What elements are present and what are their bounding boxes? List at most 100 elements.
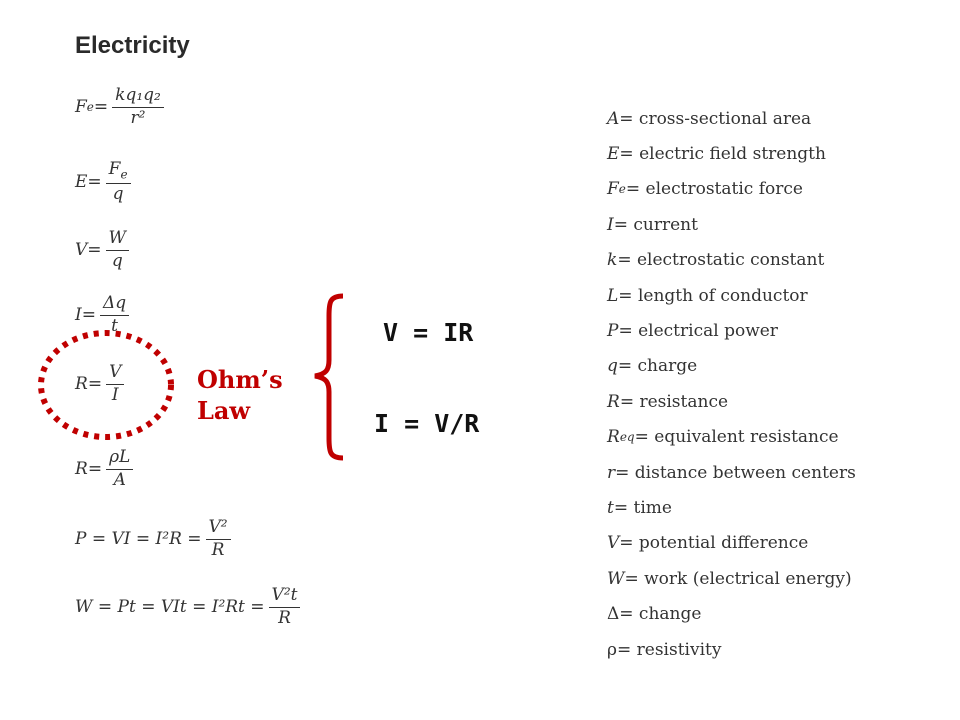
equation-v-equals-ir: V = IR xyxy=(383,318,474,347)
formula-power: P = VI = I²R = V² R xyxy=(75,517,235,560)
legend-symbol: P xyxy=(607,321,619,342)
legend-symbol: ρ xyxy=(607,639,617,660)
legend-symbol: W xyxy=(607,568,625,589)
legend-item: I = current xyxy=(607,207,856,242)
legend-symbol: q xyxy=(607,356,618,377)
legend-item: t = time xyxy=(607,490,856,525)
legend-description: = distance between centers xyxy=(615,462,856,483)
legend-symbol: Δ xyxy=(607,604,620,625)
legend-description: = current xyxy=(613,214,698,235)
fraction: V²t R xyxy=(268,585,301,628)
legend-symbol: k xyxy=(607,250,618,271)
legend-symbol-subscript: e xyxy=(618,182,626,197)
legend-description: = time xyxy=(613,497,672,518)
legend-item: V = potential difference xyxy=(607,526,856,561)
fraction: Fe q xyxy=(105,159,131,205)
legend-description: = change xyxy=(619,604,702,625)
legend-description: = equivalent resistance xyxy=(634,427,839,448)
formula-lhs: I xyxy=(75,305,82,326)
denominator: q xyxy=(111,250,123,271)
numerator: ρL xyxy=(106,447,134,470)
legend-symbol: I xyxy=(607,214,614,235)
legend-description: = electrostatic force xyxy=(625,179,803,200)
fraction: ρL A xyxy=(106,447,134,490)
legend-description: = electrical power xyxy=(618,321,778,342)
formula-lhs: E xyxy=(75,172,88,193)
numerator-main: F xyxy=(108,159,121,179)
legend-item: P = electrical power xyxy=(607,313,856,348)
denominator: A xyxy=(113,469,126,490)
numerator: Fe xyxy=(105,159,131,185)
legend-symbol: F xyxy=(607,179,619,200)
symbol-legend: A = cross-sectional area E = electric fi… xyxy=(607,101,856,667)
legend-item: E = electric field strength xyxy=(607,136,856,171)
legend-item: ρ = resistivity xyxy=(607,632,856,667)
formula-text: P = VI = I²R = xyxy=(75,529,202,550)
legend-symbol: A xyxy=(607,108,620,129)
legend-item: W = work (electrical energy) xyxy=(607,561,856,596)
formula-work: W = Pt = VIt = I²Rt = V²t R xyxy=(75,585,304,628)
fraction: kq₁q₂ r² xyxy=(112,85,164,128)
ohms-law-label-line1: Ohm’s xyxy=(197,365,283,394)
numerator-subscript: e xyxy=(120,167,128,182)
legend-item: A = cross-sectional area xyxy=(607,101,856,136)
legend-description: = potential difference xyxy=(619,533,809,554)
denominator: I xyxy=(111,384,119,405)
legend-description: = length of conductor xyxy=(618,285,808,306)
formula-electric-field: E = Fe q xyxy=(75,159,135,205)
legend-item: k = electrostatic constant xyxy=(607,243,856,278)
numerator: V²t xyxy=(268,585,301,608)
formula-resistance-ohm: R = V I xyxy=(75,362,128,405)
numerator: V xyxy=(106,362,125,385)
fraction: V² R xyxy=(205,517,231,560)
denominator: R xyxy=(278,607,291,628)
legend-symbol: r xyxy=(607,462,616,483)
legend-symbol: L xyxy=(607,285,619,306)
denominator: r² xyxy=(130,107,146,128)
fraction: Δq t xyxy=(99,293,130,336)
formula-resistivity: R = ρL A xyxy=(75,447,137,490)
formula-lhs: R xyxy=(75,459,88,480)
legend-item: R = resistance xyxy=(607,384,856,419)
legend-item: Δ = change xyxy=(607,596,856,631)
formula-text: W = Pt = VIt = I²Rt = xyxy=(75,597,265,618)
numerator: Δq xyxy=(99,293,130,316)
highlight-dotted-circle xyxy=(38,330,174,440)
legend-symbol: V xyxy=(607,533,620,554)
ohms-law-label-line2: Law xyxy=(197,396,251,426)
fraction: W q xyxy=(105,228,130,271)
equals-sign: = xyxy=(87,240,102,261)
legend-item: L = length of conductor xyxy=(607,278,856,313)
numerator: kq₁q₂ xyxy=(112,85,164,108)
legend-symbol: R xyxy=(607,391,620,412)
formula-lhs-subscript: e xyxy=(86,100,94,115)
equals-sign: = xyxy=(87,459,103,480)
legend-description: = cross-sectional area xyxy=(619,108,812,129)
legend-symbol: R xyxy=(607,427,620,448)
legend-description: = resistivity xyxy=(617,639,722,660)
denominator: q xyxy=(112,184,124,205)
numerator: W xyxy=(105,228,130,251)
legend-symbol: E xyxy=(607,144,620,165)
denominator: t xyxy=(111,315,118,336)
legend-symbol: t xyxy=(607,497,614,518)
equals-sign: = xyxy=(81,305,96,326)
page-title: Electricity xyxy=(75,32,190,59)
legend-description: = electric field strength xyxy=(619,144,826,165)
equals-sign: = xyxy=(87,172,102,193)
legend-item: q = charge xyxy=(607,349,856,384)
legend-description: = work (electrical energy) xyxy=(624,568,852,589)
formula-lhs: R xyxy=(75,374,88,395)
equals-sign: = xyxy=(87,374,103,395)
formula-lhs: F xyxy=(75,97,87,118)
fraction: V I xyxy=(106,362,125,405)
legend-symbol-subscript: eq xyxy=(619,430,635,445)
legend-description: = resistance xyxy=(619,391,729,412)
formula-current: I = Δq t xyxy=(75,293,133,336)
denominator: R xyxy=(211,539,225,560)
equals-sign: = xyxy=(93,97,109,118)
formula-voltage: V = W q xyxy=(75,228,133,271)
